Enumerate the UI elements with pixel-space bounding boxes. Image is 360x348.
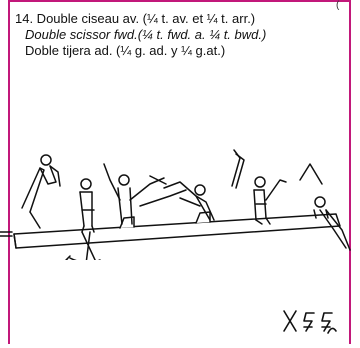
gymnast-figure-6 [300,164,350,250]
element-title-english: Double scissor fwd.(¼ t. fwd. a. ¼ t. bw… [15,27,345,43]
skill-notation-icon [282,303,360,343]
horse-body [14,214,340,248]
gymnast-figure-1 [22,155,60,228]
element-title-spanish: Doble tijera ad. (¼ g. ad. y ¼ g.at.) [15,43,345,59]
element-description: 14. Double ciseau av. (¼ t. av. et ¼ t. … [15,11,345,59]
element-title-french: 14. Double ciseau av. (¼ t. av. et ¼ t. … [15,11,345,27]
gymnast-figure-3 [104,164,186,224]
gymnast-sequence-icon [0,140,360,260]
top-border [8,0,351,2]
gymnast-figure-5 [232,150,286,224]
gymnast-figure-2 [66,179,100,260]
edge-mark: ( [336,0,339,11]
